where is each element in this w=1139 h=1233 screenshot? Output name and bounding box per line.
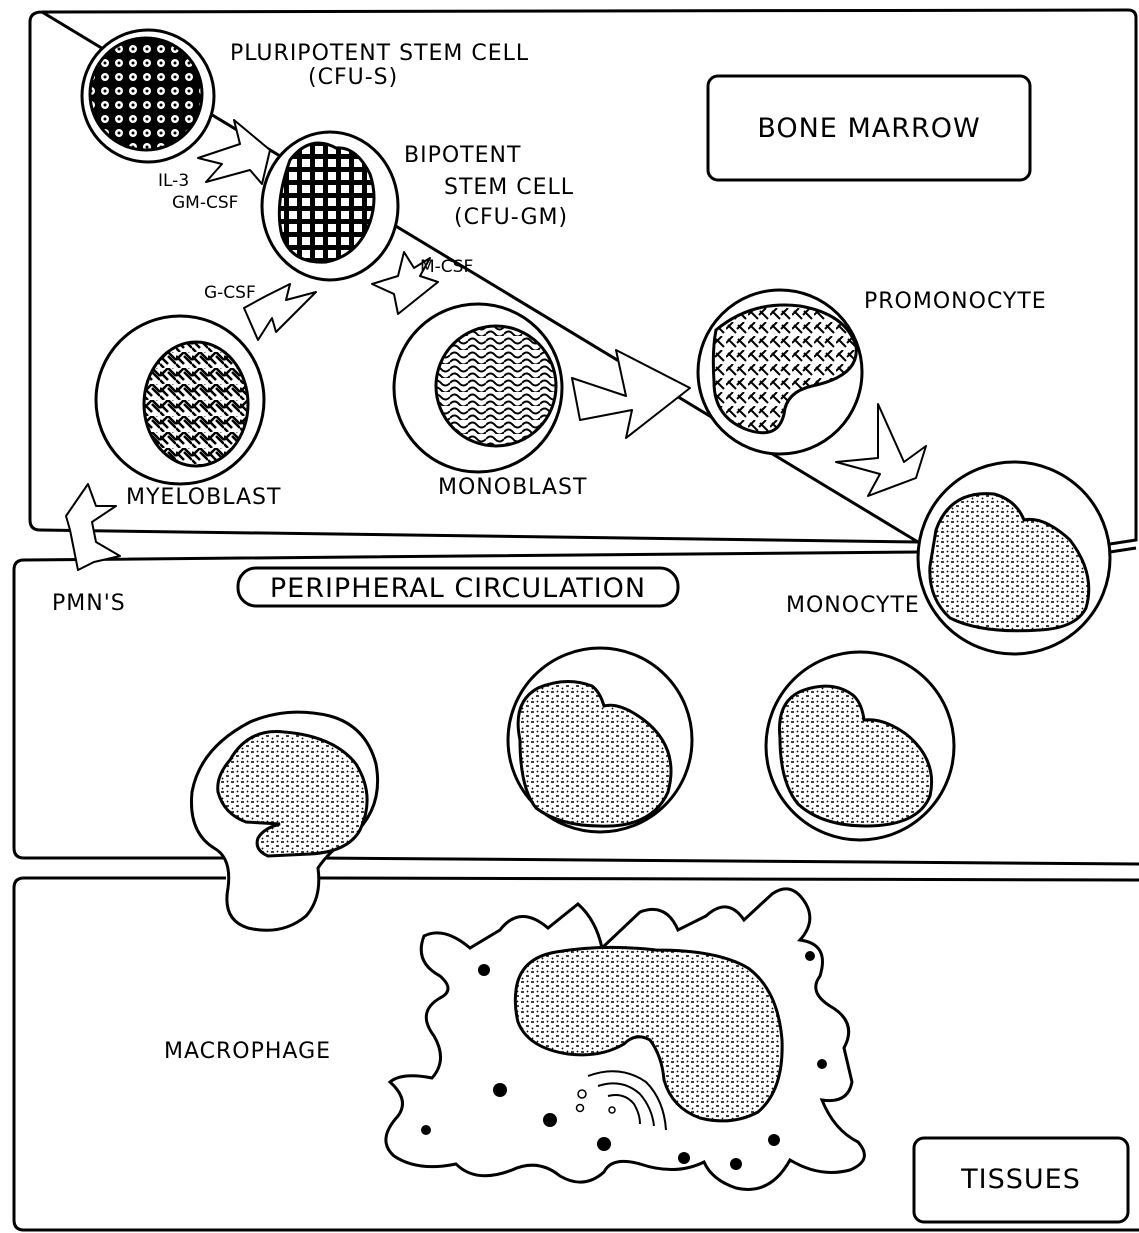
tissues-label: TISSUES [960,1164,1081,1195]
migrating-monocyte [191,712,377,930]
bone-marrow-label: BONE MARROW [757,113,980,144]
bipotent-label-line2: STEM CELL [444,175,574,200]
macrophage-label: MACROPHAGE [164,1039,331,1064]
myeloblast-label: MYELOBLAST [126,485,281,510]
arrow-myeloblast-to-pmns [66,484,120,570]
gmcsf-label: GM-CSF [172,193,238,213]
circulating-monocyte-1 [508,648,692,832]
arrow-monoblast-to-promonocyte [572,350,690,438]
il3-label: IL-3 [158,171,189,191]
bipotent-label-line3: (CFU-GM) [454,205,568,230]
monocyte-cell-transit [918,462,1110,654]
gcsf-label: G-CSF [204,283,256,303]
mcsf-label: M-CSF [420,257,473,277]
monoblast-label: MONOBLAST [438,475,587,500]
myeloblast-cell [96,316,264,484]
monocyte-label: MONOCYTE [786,593,920,618]
pmns-label: PMN'S [52,591,126,616]
macrophage-cell [386,889,865,1190]
pluripotent-label-line1: PLURIPOTENT STEM CELL [230,41,529,66]
pluripotent-stem-cell [82,30,214,162]
bipotent-label-line1: BIPOTENT [404,143,521,168]
promonocyte-label: PROMONOCYTE [864,289,1047,314]
peripheral-circulation-label: PERIPHERAL CIRCULATION [270,573,646,604]
bipotent-stem-cell [262,132,398,280]
circulating-monocyte-2 [766,652,954,840]
pluripotent-label-line2: (CFU-S) [308,65,398,90]
promonocyte-cell [698,290,862,454]
monoblast-cell [394,304,562,472]
